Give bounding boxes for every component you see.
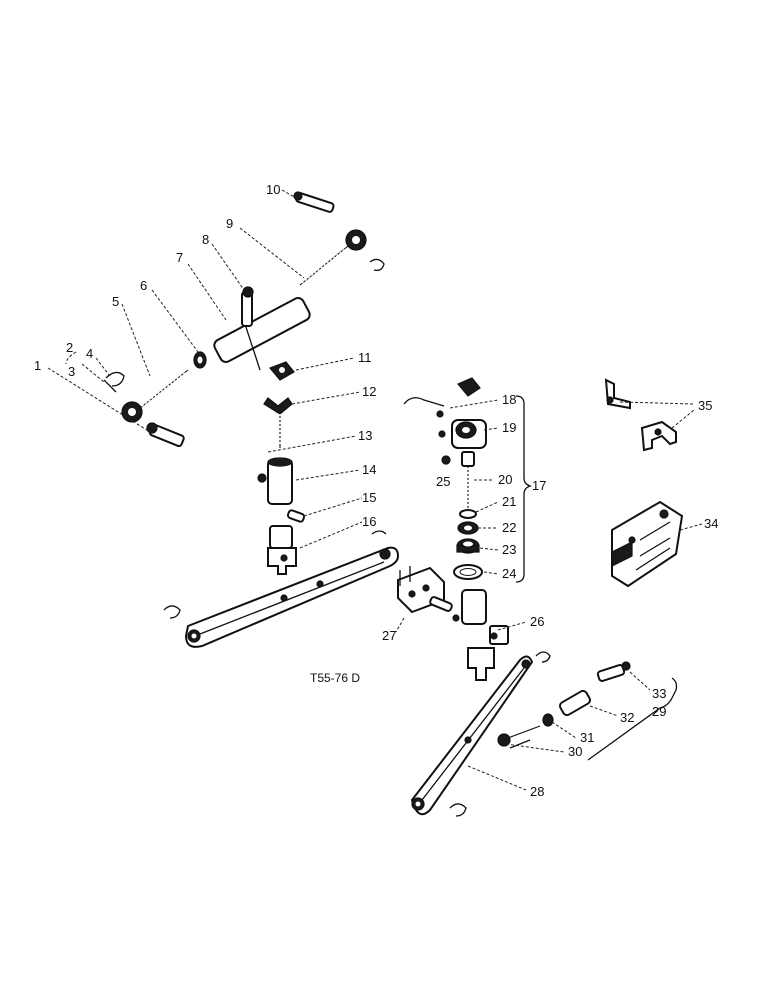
part-11-elbow <box>268 361 295 381</box>
callout-4: 4 <box>86 346 93 361</box>
part-4-clip <box>103 371 125 393</box>
callout-1: 1 <box>34 358 41 373</box>
check-chain-assembly <box>497 661 678 761</box>
leader-lines <box>47 189 703 791</box>
part-22-nut <box>457 521 479 535</box>
part-18-elbow <box>403 377 481 418</box>
part-19-housing <box>438 419 487 449</box>
part-1-pin <box>146 422 185 448</box>
part-7-tube <box>213 286 311 371</box>
part-15-pin <box>286 509 306 523</box>
callout-11: 11 <box>358 350 372 365</box>
callout-30: 30 <box>568 744 582 759</box>
callout-35: 35 <box>698 398 712 413</box>
lift-rod-right-assembly <box>397 566 509 681</box>
part-5-threaded-rod <box>121 369 189 423</box>
callout-34: 34 <box>704 516 718 531</box>
callout-labels: 1 2 3 4 5 6 7 8 9 10 11 12 13 14 15 16 1… <box>34 182 718 799</box>
part-27-block <box>397 566 453 614</box>
callout-27: 27 <box>382 628 396 643</box>
callout-18: 18 <box>502 392 516 407</box>
lower-link-left <box>163 530 400 648</box>
callout-15: 15 <box>362 490 376 505</box>
callout-23: 23 <box>502 542 516 557</box>
part-20-threaded-shaft <box>461 451 475 512</box>
callout-3: 3 <box>68 364 75 379</box>
callout-26: 26 <box>530 614 544 629</box>
part-9-threaded-end <box>299 229 385 286</box>
part-6-nut <box>193 351 207 369</box>
callout-28: 28 <box>530 784 544 799</box>
part-24-ring <box>453 564 483 580</box>
part-26-clevis <box>452 589 509 681</box>
bracket-17 <box>515 395 533 583</box>
callout-2: 2 <box>66 340 73 355</box>
callout-21: 21 <box>502 494 516 509</box>
callout-33: 33 <box>652 686 666 701</box>
figure-caption: T55-76 D <box>310 671 360 685</box>
callout-6: 6 <box>140 278 147 293</box>
callout-10: 10 <box>266 182 280 197</box>
callout-25: 25 <box>436 474 450 489</box>
part-23-bearing <box>456 538 480 554</box>
callout-29: 29 <box>652 704 666 719</box>
part-30-bolt <box>497 725 541 749</box>
part-14-sleeve <box>257 457 293 505</box>
callout-17: 17 <box>532 478 546 493</box>
top-link-assembly <box>103 191 385 448</box>
callout-19: 19 <box>502 420 516 435</box>
callout-9: 9 <box>226 216 233 231</box>
lift-rod-left-assembly <box>257 361 306 575</box>
callout-22: 22 <box>502 520 516 535</box>
part-33-pin <box>596 661 631 682</box>
part-35-brackets <box>604 378 677 452</box>
callout-7: 7 <box>176 250 183 265</box>
callout-20: 20 <box>498 472 512 487</box>
callout-5: 5 <box>112 294 119 309</box>
part-32-sleeve <box>558 689 592 717</box>
callout-31: 31 <box>580 730 594 745</box>
levelling-box-assembly <box>403 377 533 583</box>
callout-32: 32 <box>620 710 634 725</box>
callout-24: 24 <box>502 566 516 581</box>
part-16-clevis <box>267 525 297 575</box>
bracket-29 <box>587 677 678 761</box>
part-31-nut <box>542 713 554 727</box>
part-21-washer <box>459 509 477 519</box>
part-28-lower-link <box>410 651 551 817</box>
callout-8: 8 <box>202 232 209 247</box>
part-34-casting <box>611 500 684 588</box>
part-25-plug <box>441 455 451 465</box>
callout-12: 12 <box>362 384 376 399</box>
callout-16: 16 <box>362 514 376 529</box>
part-10-pin <box>293 191 335 213</box>
part-12-threaded-fork <box>263 397 293 448</box>
callout-13: 13 <box>358 428 372 443</box>
callout-14: 14 <box>362 462 376 477</box>
